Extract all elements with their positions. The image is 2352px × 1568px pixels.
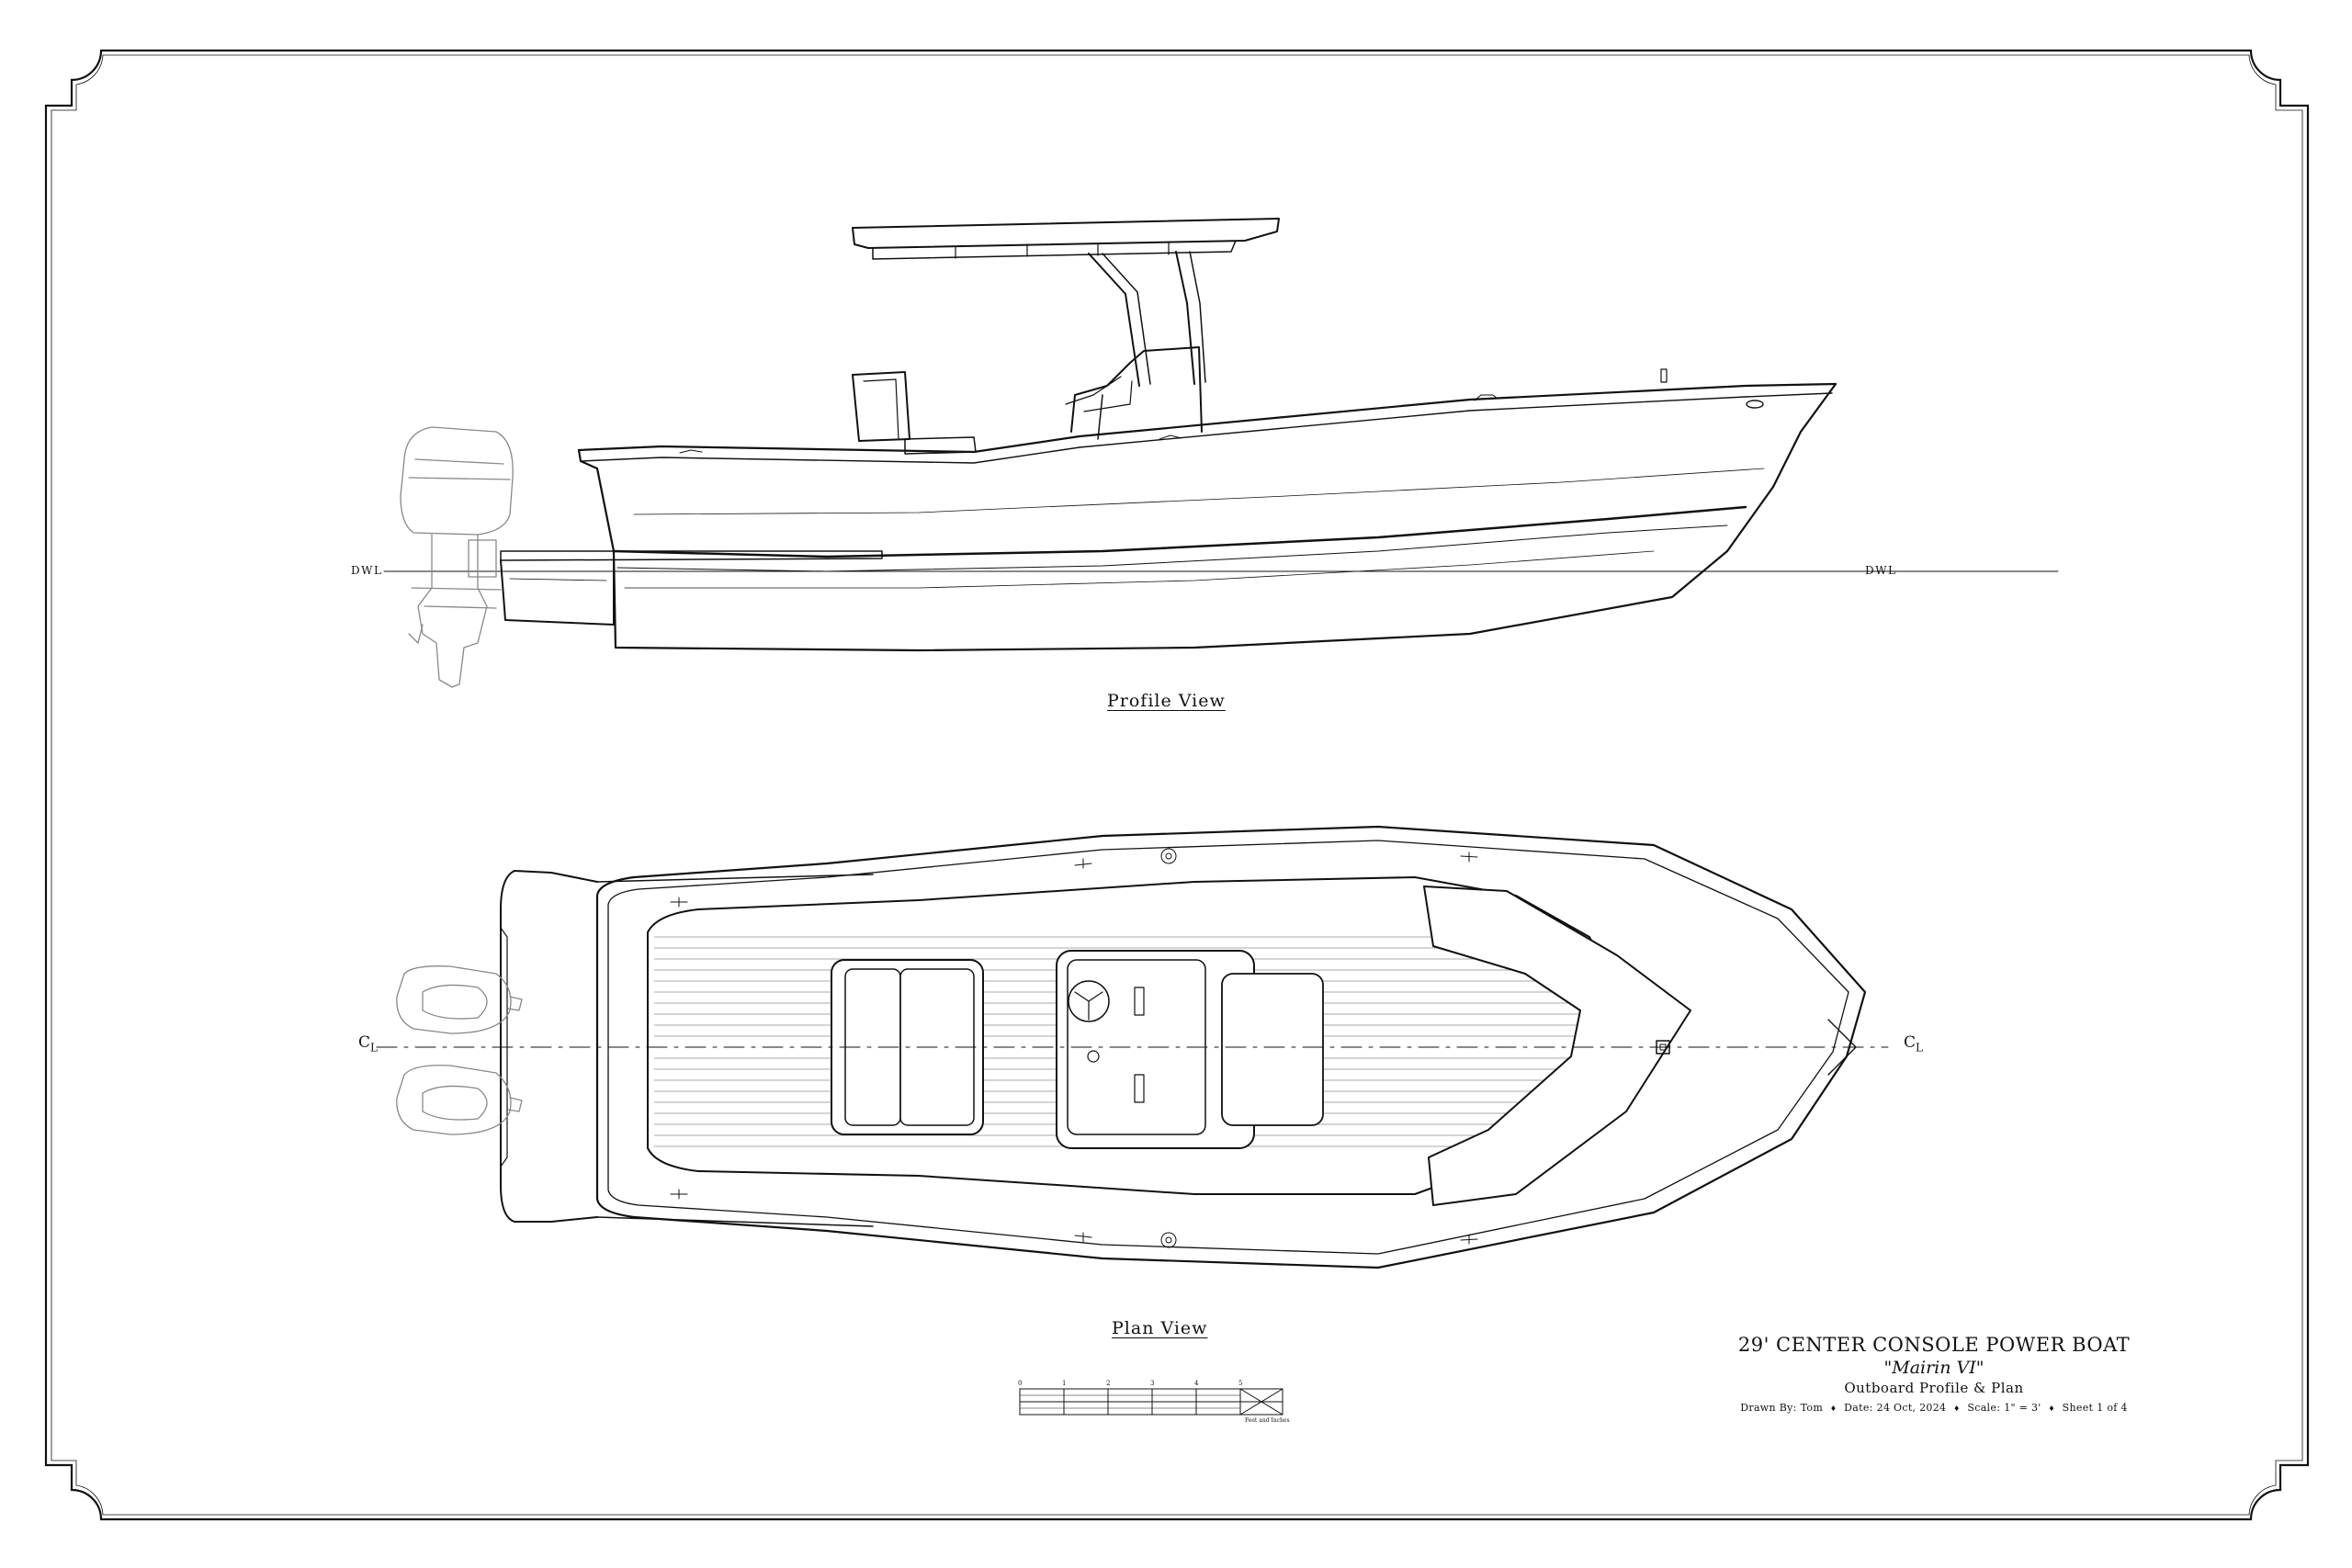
steering-wheel-icon bbox=[1068, 980, 1110, 1022]
leaning-post bbox=[852, 371, 977, 455]
profile-view bbox=[383, 218, 2059, 688]
plan-view bbox=[376, 825, 1889, 1269]
bow-rail bbox=[1474, 394, 1498, 401]
outboard-motor bbox=[400, 426, 514, 688]
spring-cleat bbox=[1159, 434, 1182, 440]
scale-tick-3: 3 bbox=[1150, 1380, 1155, 1387]
hardtop bbox=[852, 218, 1280, 387]
scale-bar bbox=[1019, 1388, 1283, 1416]
plan-bow-tip bbox=[1827, 1019, 1857, 1076]
centerline-c: C bbox=[1904, 1033, 1917, 1052]
plan-outboard-port bbox=[396, 965, 523, 1034]
title-block: 29' CENTER CONSOLE POWER BOAT "Mairin VI… bbox=[1732, 1334, 2136, 1414]
bow-cleat bbox=[1660, 368, 1668, 383]
chine-line bbox=[616, 525, 1728, 572]
bow-hawse bbox=[1746, 400, 1764, 409]
dwl-label-right: DWL bbox=[1865, 564, 1897, 577]
drawing-title: 29' CENTER CONSOLE POWER BOAT bbox=[1737, 1334, 2131, 1356]
transom-bracket bbox=[500, 550, 883, 626]
hull-side bbox=[577, 382, 1838, 652]
separator-icon: ♦ bbox=[1829, 1404, 1838, 1413]
scale-tick-2: 2 bbox=[1106, 1380, 1111, 1387]
title-block-details: Drawn By:Tom ♦ Date:24 Oct, 2024 ♦ Scale… bbox=[1732, 1402, 2136, 1414]
plan-bow-casting-deck bbox=[1423, 886, 1691, 1206]
scale-label: Scale: bbox=[1967, 1402, 2001, 1414]
separator-icon: ♦ bbox=[2048, 1404, 2055, 1413]
plan-view-label: Plan View bbox=[1112, 1318, 1208, 1338]
drawn-by-label: Drawn By: bbox=[1740, 1402, 1797, 1414]
date: 24 Oct, 2024 bbox=[1876, 1402, 1947, 1414]
scale-caption: Feet and Inches bbox=[1245, 1417, 1290, 1424]
date-label: Date: bbox=[1844, 1402, 1873, 1414]
dwl-label-left: DWL bbox=[351, 564, 383, 577]
sheet-label: Sheet bbox=[2062, 1402, 2094, 1414]
centerline-c: C bbox=[358, 1033, 371, 1052]
plan-deck-cleats bbox=[670, 848, 1478, 1248]
sheet-border bbox=[44, 49, 2310, 1521]
rub-rail bbox=[612, 505, 1747, 558]
sheet-subject: Outboard Profile & Plan bbox=[1844, 1380, 2024, 1396]
plan-swim-platform bbox=[500, 870, 598, 1223]
center-console bbox=[1065, 346, 1203, 440]
separator-icon: ♦ bbox=[1953, 1404, 1961, 1413]
strake-line bbox=[633, 468, 1765, 515]
stern-cleat bbox=[679, 449, 703, 454]
plan-outboard-starboard bbox=[396, 1065, 523, 1135]
profile-view-label: Profile View bbox=[1107, 691, 1226, 711]
hull-sheer bbox=[577, 382, 1838, 454]
boot-stripe bbox=[624, 550, 1655, 589]
centerline-l: L bbox=[1916, 1041, 1923, 1055]
scale-tick-5: 5 bbox=[1238, 1380, 1243, 1387]
drawn-by: Tom bbox=[1800, 1402, 1824, 1414]
plan-console bbox=[1056, 950, 1324, 1149]
centerline-symbol-left: CL bbox=[358, 1033, 378, 1054]
scale-tick-0: 0 bbox=[1018, 1380, 1023, 1387]
scale-tick-1: 1 bbox=[1062, 1380, 1067, 1387]
sheet-border-inner bbox=[51, 54, 2303, 1516]
scale: 1" = 3' bbox=[2004, 1402, 2041, 1414]
sheet-number: 1 of 4 bbox=[2097, 1402, 2128, 1414]
boat-name: "Mairin VI" bbox=[1883, 1358, 1984, 1378]
centerline-l: L bbox=[370, 1041, 378, 1055]
plan-sheer-inner bbox=[607, 840, 1849, 1255]
plan-bow-hatch bbox=[1656, 1040, 1670, 1055]
throttle-icon bbox=[1087, 1050, 1100, 1063]
gunwale-cap bbox=[580, 392, 1833, 464]
scale-tick-4: 4 bbox=[1194, 1380, 1199, 1387]
centerline-symbol-right: CL bbox=[1904, 1033, 1923, 1054]
